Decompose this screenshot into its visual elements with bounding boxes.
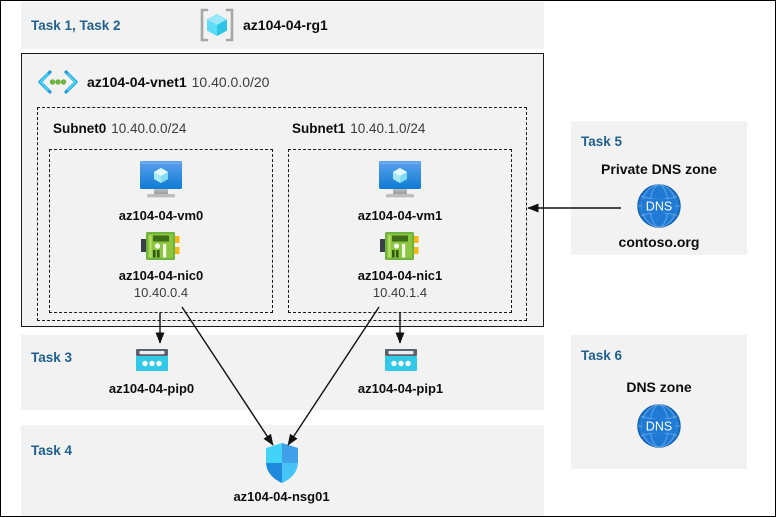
task-6-label: Task 6 (581, 348, 623, 363)
subnet1-resources-box (288, 149, 512, 313)
network-interface-icon (379, 229, 421, 263)
public-ip-address-icon (133, 346, 171, 376)
virtual-machine-icon (375, 157, 425, 202)
vnet-container (21, 53, 544, 327)
pip0-group: az104-04-pip0 (109, 346, 194, 396)
pip1-group: az104-04-pip1 (358, 346, 443, 396)
subnet0-cidr: 10.40.0.0/24 (111, 121, 187, 136)
network-interface-icon (140, 229, 182, 263)
virtual-network-icon (37, 69, 79, 95)
subnet1-title: Subnet1 10.40.1.0/24 (292, 121, 425, 136)
dns-zone-group: DNS zone DNS (571, 379, 747, 449)
dns-icon: DNS (636, 183, 682, 229)
network-security-group-icon (264, 442, 300, 484)
vnet-cidr: 10.40.0.0/20 (191, 74, 270, 90)
task-5-label: Task 5 (581, 134, 623, 149)
resource-group-icon (199, 8, 235, 42)
vnet-name: az104-04-vnet1 (87, 74, 187, 90)
task-1-2-label: Task 1, Task 2 (31, 18, 121, 33)
nic0-ip: 10.40.0.4 (133, 285, 189, 300)
task-4-label: Task 4 (31, 443, 73, 458)
subnet0-name: Subnet0 (53, 121, 107, 136)
svg-text:DNS: DNS (646, 420, 672, 434)
pip0-name: az104-04-pip0 (108, 381, 195, 396)
nsg-group: az104-04-nsg01 (233, 442, 330, 504)
subnet1-name: Subnet1 (292, 121, 346, 136)
task-3-label: Task 3 (31, 350, 73, 365)
task-3-panel (21, 335, 544, 410)
nic0-name: az104-04-nic0 (118, 268, 204, 283)
resource-group-name: az104-04-rg1 (243, 17, 328, 33)
subnet0-resources-box (49, 149, 273, 313)
svg-text:DNS: DNS (646, 200, 672, 214)
nic1-group: az104-04-nic1 10.40.1.4 (288, 229, 512, 300)
subnets-outer-region (37, 107, 527, 321)
nsg-name: az104-04-nsg01 (233, 489, 330, 504)
subnet0-title: Subnet0 10.40.0.0/24 (53, 121, 186, 136)
vm1-group: az104-04-vm1 (288, 157, 512, 223)
dns-zone-heading: DNS zone (626, 379, 692, 395)
vm0-name: az104-04-vm0 (118, 208, 204, 223)
public-ip-address-icon (382, 346, 420, 376)
vm0-group: az104-04-vm0 (49, 157, 273, 223)
subnet1-cidr: 10.40.1.0/24 (350, 121, 426, 136)
dns-icon: DNS (636, 403, 682, 449)
private-dns-zone-group: Private DNS zone DNS contoso.org (571, 161, 747, 250)
virtual-machine-icon (136, 157, 186, 202)
nic0-group: az104-04-nic0 10.40.0.4 (49, 229, 273, 300)
nic1-name: az104-04-nic1 (357, 268, 443, 283)
task-1-2-panel (21, 2, 544, 49)
vm1-name: az104-04-vm1 (357, 208, 443, 223)
nic1-ip: 10.40.1.4 (372, 285, 428, 300)
private-dns-zone-heading: Private DNS zone (601, 161, 717, 177)
private-dns-zone-name: contoso.org (618, 234, 700, 250)
pip1-name: az104-04-pip1 (357, 381, 444, 396)
resource-group-header: az104-04-rg1 (199, 8, 328, 42)
